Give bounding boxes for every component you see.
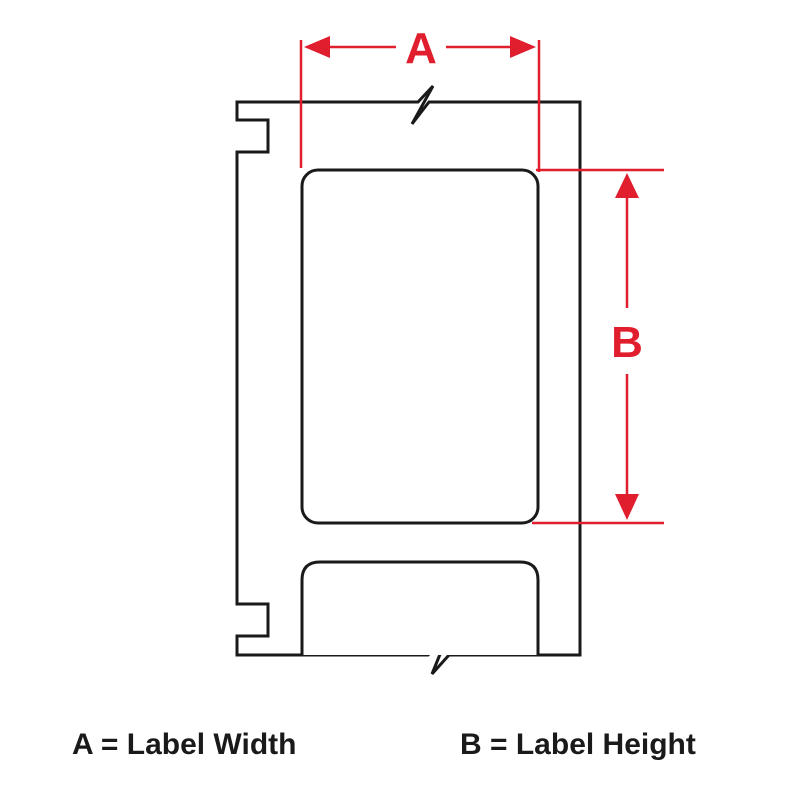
next-label-shape xyxy=(300,560,540,655)
legend-label-height: B = Label Height xyxy=(460,728,696,761)
dimension-b: B xyxy=(532,168,664,525)
dimension-b-letter: B xyxy=(611,318,643,367)
dimension-a: A xyxy=(299,24,541,172)
label-shape xyxy=(300,168,540,525)
dimension-b-arrow-down-icon xyxy=(615,494,639,520)
dimension-b-arrow-up-icon xyxy=(615,173,639,198)
legend-label-width: A = Label Width xyxy=(72,728,297,761)
dimension-a-arrow-right-icon xyxy=(510,36,536,58)
dimension-a-letter: A xyxy=(405,24,437,73)
dimension-a-arrow-left-icon xyxy=(304,36,330,58)
